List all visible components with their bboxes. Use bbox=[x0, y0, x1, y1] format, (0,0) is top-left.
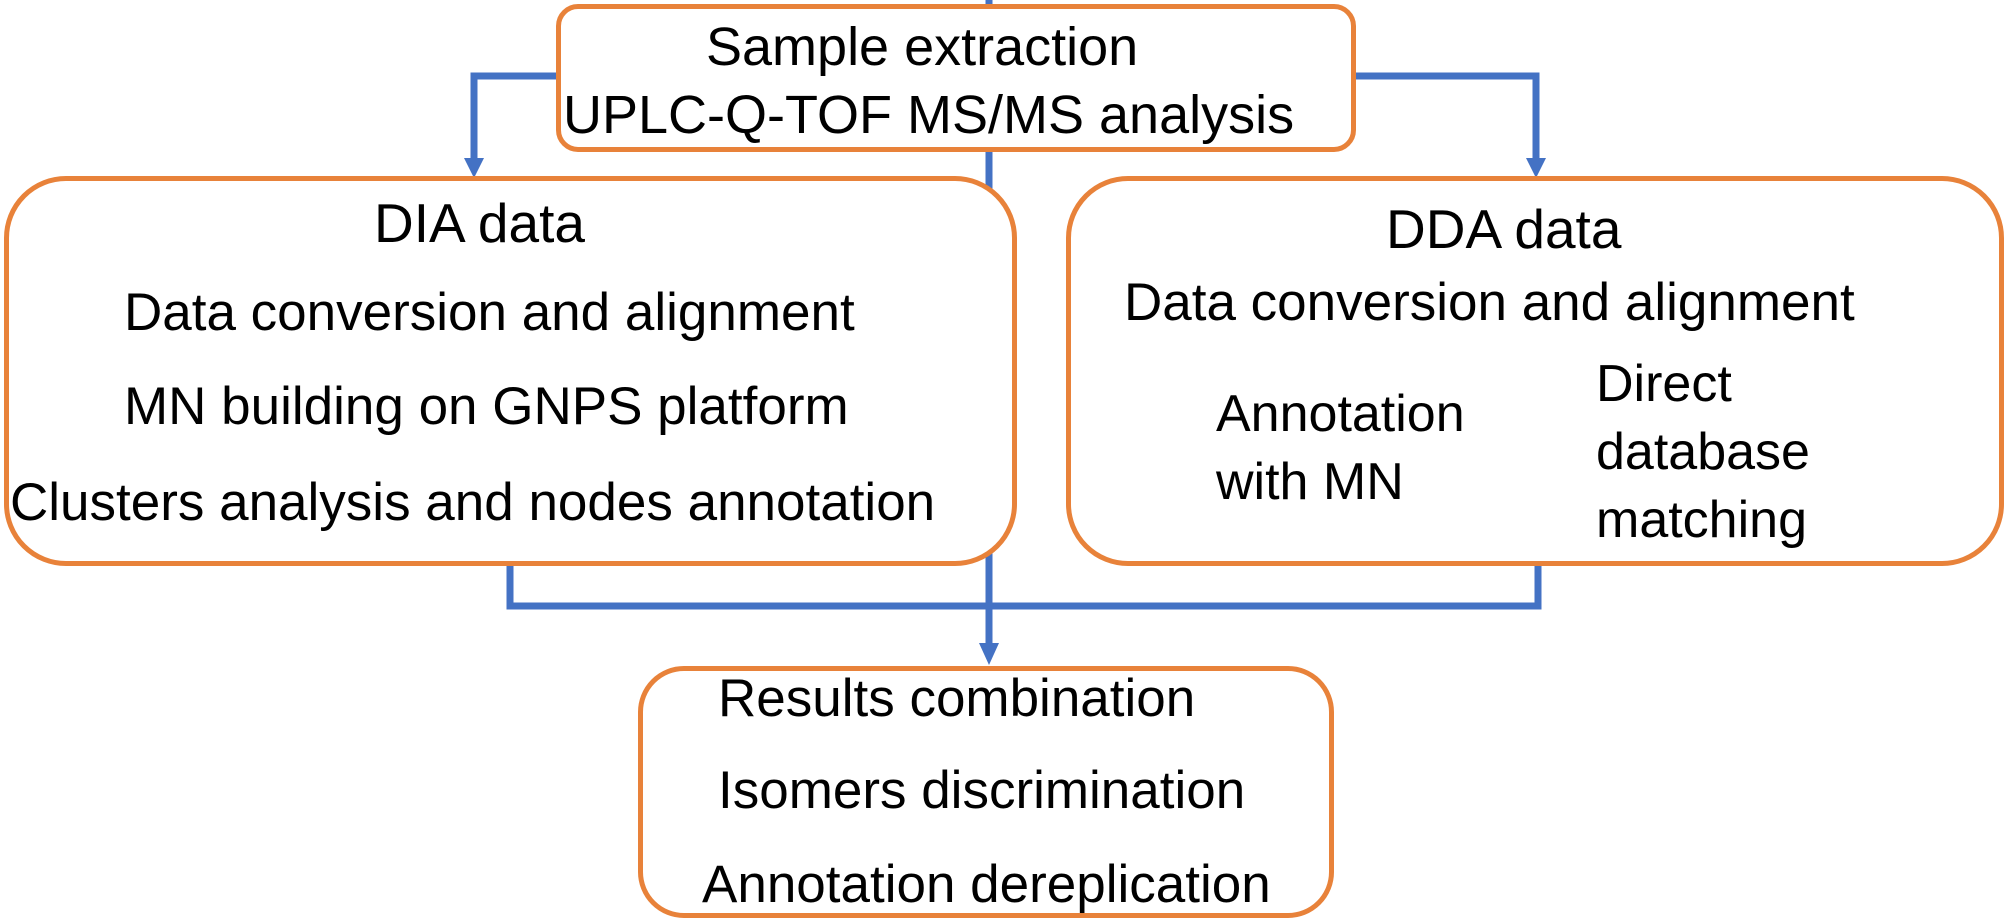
annotation-dereplication-text: Annotation dereplication bbox=[702, 855, 1271, 914]
dda-direct-matching-line3: matching bbox=[1596, 491, 1807, 549]
arrow-to-dia bbox=[470, 72, 558, 160]
dia-step-mn-building: MN building on GNPS platform bbox=[124, 377, 849, 436]
dia-step-conversion: Data conversion and alignment bbox=[124, 283, 855, 342]
dda-annotation-mn-line2: with MN bbox=[1216, 453, 1404, 511]
dda-data-box bbox=[1066, 176, 2004, 566]
dda-direct-matching-line2: database bbox=[1596, 423, 1810, 481]
connector-from-dda bbox=[989, 566, 1542, 610]
sample-extraction-text: Sample extraction bbox=[706, 17, 1139, 77]
arrow-to-dda bbox=[1352, 72, 1540, 160]
dia-step-clusters: Clusters analysis and nodes annotation bbox=[10, 473, 936, 532]
uplc-analysis-text: UPLC-Q-TOF MS/MS analysis bbox=[563, 85, 1295, 145]
dda-annotation-mn-line1: Annotation bbox=[1216, 385, 1465, 443]
dda-direct-matching-line1: Direct bbox=[1596, 355, 1732, 413]
results-combination-text: Results combination bbox=[718, 669, 1196, 728]
arrowhead-results bbox=[979, 643, 999, 665]
dda-step-conversion: Data conversion and alignment bbox=[1124, 273, 1855, 332]
connector-from-dia bbox=[506, 566, 989, 610]
results-box bbox=[638, 666, 1334, 918]
arrowhead-dda bbox=[1526, 158, 1546, 178]
dia-data-box bbox=[4, 176, 1017, 566]
dda-title: DDA data bbox=[1386, 198, 1622, 260]
sample-extraction-box bbox=[556, 4, 1356, 152]
dia-title: DIA data bbox=[374, 192, 585, 254]
arrowhead-dia bbox=[464, 158, 484, 178]
isomers-discrimination-text: Isomers discrimination bbox=[718, 761, 1246, 820]
